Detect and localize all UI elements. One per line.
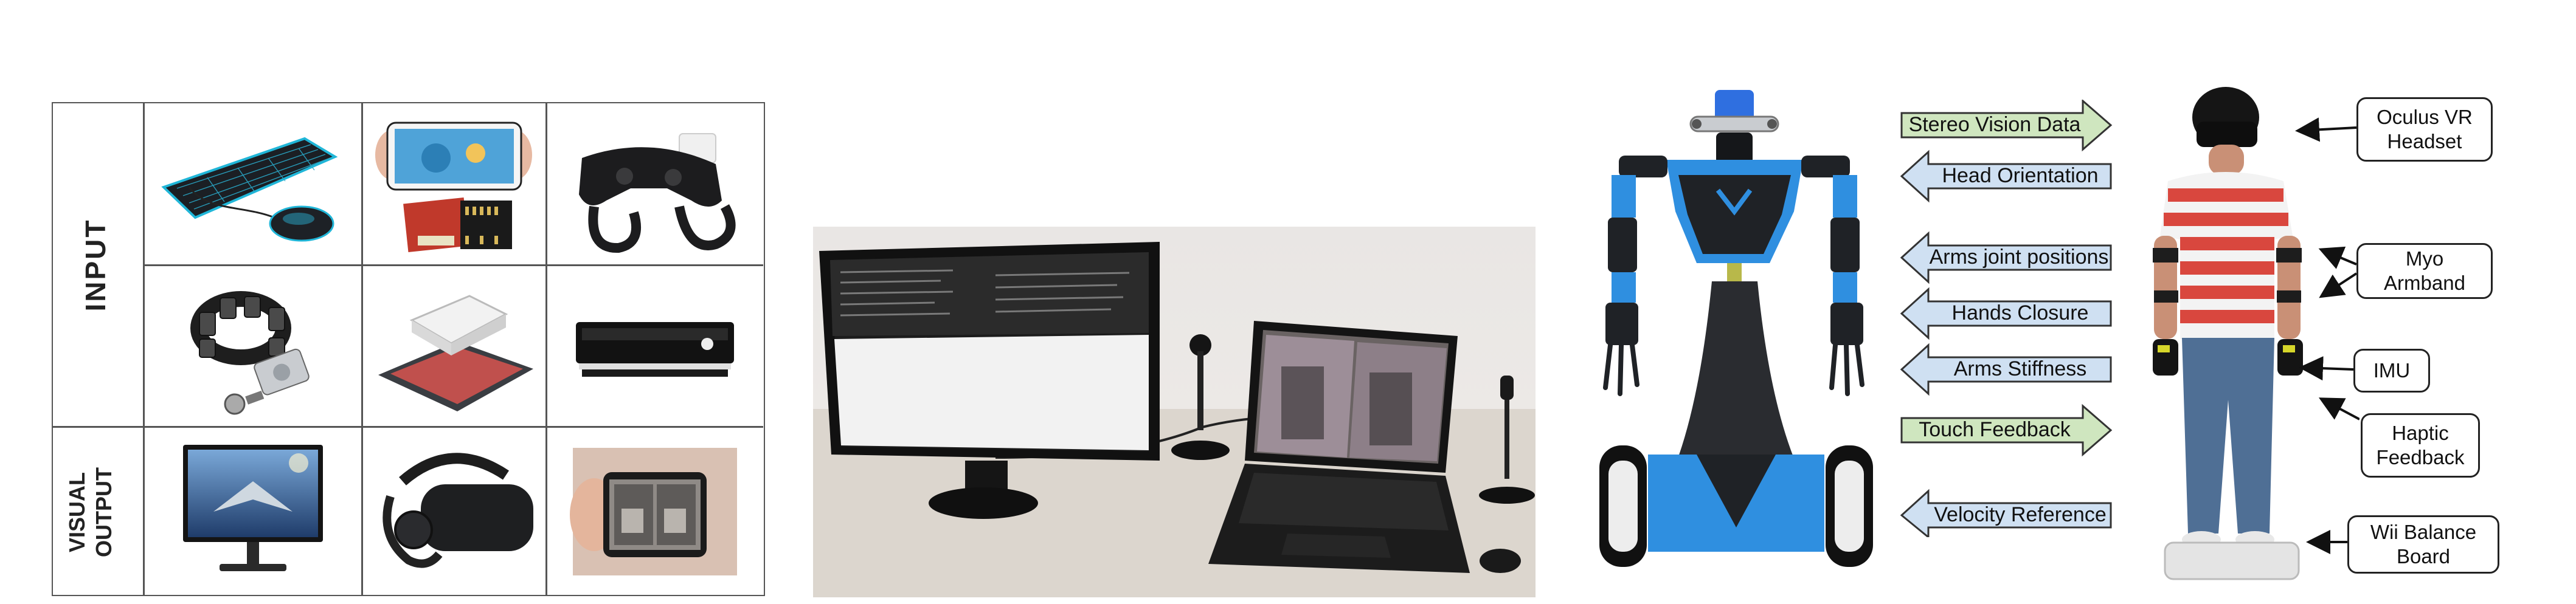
callout-wii-line1: Wii Balance [2370,521,2477,543]
laptop-device [1208,321,1470,573]
grid-divider [545,102,547,595]
callout-haptic-line2: Feedback [2376,446,2465,468]
callout-imu-label: IMU [2373,359,2411,382]
monitor-device [819,242,1160,519]
monitor-image [145,428,361,595]
row-label-visual-output: VISUAL OUTPUT [64,433,131,591]
callout-oculus-line2: Headset [2387,130,2462,153]
arrow-label-head-orientation: Head Orientation [1942,164,2099,187]
phone-vr-image [547,428,763,595]
keyboard-mouse-image [145,103,361,264]
arrow-label-arms-stiffness: Arms Stiffness [1953,357,2087,380]
arrow-label-velocity-reference: Velocity Reference [1934,503,2107,526]
row-label-input: INPUT [80,218,111,312]
arrow-arms-joint [1900,231,2112,284]
callout-wii-line2: Board [2396,545,2451,568]
arrow-label-stereo-vision: Stereo Vision Data [1908,113,2081,136]
arrow-arms-stiffness [1900,343,2112,396]
callout-oculus-line1: Oculus VR [2377,106,2473,128]
grid-divider [52,426,763,428]
device-grid: INPUT VISUAL OUTPUT [52,102,765,596]
callout-myo-line1: Myo [2405,247,2444,270]
callout-haptic-line1: Haptic [2392,422,2449,444]
arrow-label-hands-closure: Hands Closure [1951,301,2089,324]
callout-wii-balance-board: Wii Balance Board [2347,515,2499,574]
camera-stand-left [1171,334,1230,460]
callout-myo-armband: Myo Armband [2356,243,2493,299]
callout-oculus-headset: Oculus VR Headset [2356,97,2493,162]
vr-headset-image [363,428,545,595]
balance-board-image [363,266,545,426]
arrow-stereo-vision [1900,100,2113,152]
grid-divider [143,264,763,266]
row-label-visual: VISUAL [64,472,89,553]
smartphone-sensor-image [363,103,545,264]
camera-stand-right [1479,376,1535,504]
myo-armband-image [145,266,361,426]
arrow-label-arms-joint: Arms joint positions [1929,245,2109,269]
grid-divider [361,102,363,595]
callout-pointers [2293,91,2360,565]
row-label-output: OUTPUT [91,467,116,557]
kinect-sensor-image [547,266,763,426]
callout-haptic-feedback: Haptic Feedback [2361,413,2480,478]
arrow-head-orientation [1900,149,2112,203]
robot-illustration [1587,90,1891,583]
human-operator-illustration [2153,84,2311,588]
grid-border [52,102,765,596]
arrow-velocity-reference [1900,489,2112,537]
computer-mouse [1480,549,1521,573]
arrow-label-touch-feedback: Touch Feedback [1919,418,2071,441]
workstation-photo [813,227,1536,597]
gamepad-image [547,103,763,264]
arrow-touch-feedback [1900,403,2113,457]
data-flow-arrows: Stereo Vision Data Head Orientation Arms… [1900,100,2119,537]
arrow-hands-closure [1900,287,2112,340]
callout-myo-line2: Armband [2384,272,2465,294]
callout-imu: IMU [2353,349,2430,393]
grid-divider [143,102,145,595]
